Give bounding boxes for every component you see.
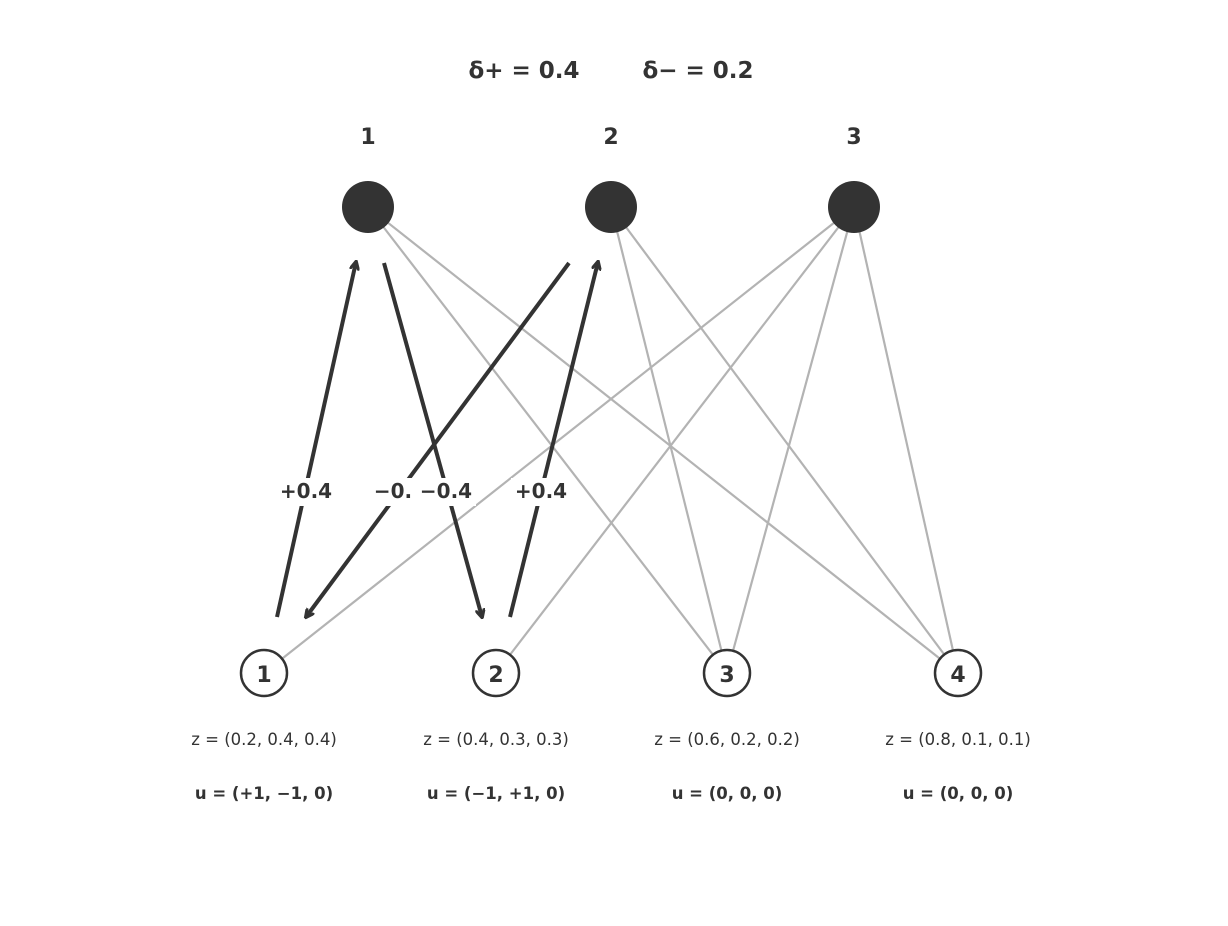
bottom-node-u: u = (+1, −1, 0) [195,784,333,803]
edge-top3-bottom1 [263,206,855,674]
top-nodes: 1 2 3 [342,125,880,233]
bottom-node-label: 2 [488,663,503,688]
flow-arrow-bottom2-to-top2 [508,262,598,618]
bottom-node-label: 3 [719,663,734,688]
flow-label-bottom1-top1: +0.4 [280,479,332,503]
top-node-label: 1 [360,125,375,150]
flow-arrow-bottom1-to-top1 [275,262,356,618]
delta-minus-label: δ− = 0.2 [642,58,753,84]
top-node-3 [828,181,880,233]
flow-label-top1-bottom2: −0.4 [420,479,472,503]
bottom-node-3 [702,648,752,698]
edge-top3-bottom2 [495,206,855,674]
bottom-node-u: u = (0, 0, 0) [672,784,783,803]
bottom-node-z: z = (0.4, 0.3, 0.3) [423,730,569,749]
bottom-node-u: u = (0, 0, 0) [903,784,1014,803]
bottom-node-label: 4 [950,663,965,688]
top-node-label: 2 [603,125,618,150]
flow-arrow-top2-to-bottom1 [306,261,571,617]
edge-top2-bottom4 [610,206,959,674]
edge-top3-bottom3 [725,206,856,674]
flow-label-top2-bottom1: −0. [374,479,412,503]
bottom-node-1 [239,648,289,698]
bottom-node-z: z = (0.6, 0.2, 0.2) [654,730,800,749]
bottom-node-2 [471,648,521,698]
bottom-node-z: z = (0.2, 0.4, 0.4) [191,730,337,749]
edges-layer [263,206,960,674]
edge-top2-bottom3 [609,206,729,674]
bottom-node-z: z = (0.8, 0.1, 0.1) [885,730,1031,749]
edge-top3-bottom4 [852,206,960,674]
top-node-label: 3 [846,125,861,150]
flows-layer [275,261,598,618]
bottom-node-4 [933,648,983,698]
bottom-node-label: 1 [256,663,271,688]
top-node-1 [342,181,394,233]
flow-label-bottom2-top2: +0.4 [515,479,567,503]
edge-top1-bottom4 [367,206,959,674]
bottom-node-u: u = (−1, +1, 0) [427,784,565,803]
edge-top1-bottom3 [367,206,728,674]
top-node-2 [585,181,637,233]
bottom-nodes: 1 z = (0.2, 0.4, 0.4) u = (+1, −1, 0) 2 … [191,648,1031,803]
delta-plus-label: δ+ = 0.4 [468,58,579,84]
flow-labels: +0.4 −0. −0.4 +0.4 [276,478,571,506]
flow-arrow-top1-to-bottom2 [382,262,482,617]
